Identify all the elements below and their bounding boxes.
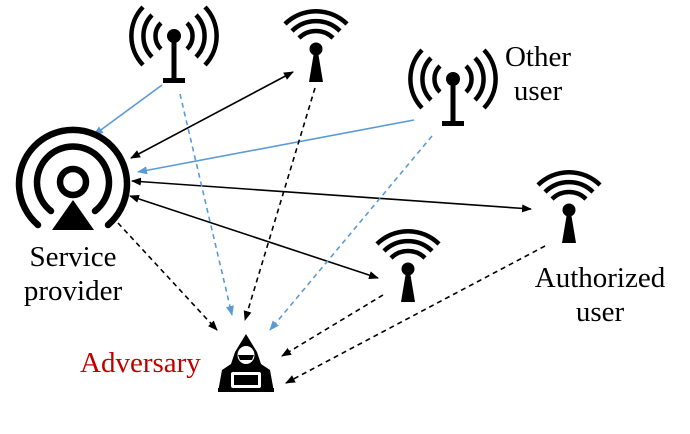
eavesdrop-service <box>117 222 218 331</box>
authorized-user-label-line2: user <box>575 296 625 328</box>
link-service-tower-top <box>130 71 294 159</box>
link-other-left-to-service <box>93 84 163 136</box>
link-service-authorized-right <box>131 177 532 213</box>
other-user-label: Other user <box>488 40 588 108</box>
wifi-tower-icon <box>538 172 600 243</box>
service-provider-label: Service provider <box>8 240 138 308</box>
other-user-label-line1: Other <box>504 41 572 73</box>
eavesdrop-authorized-right <box>285 245 546 384</box>
eavesdrop-authorized-middle <box>281 294 384 357</box>
antenna-icon <box>131 7 216 83</box>
link-service-authorized-middle <box>129 195 379 279</box>
eavesdrop-other-user <box>269 135 433 331</box>
authorized-user-label-line1: Authorized <box>534 262 666 294</box>
antenna-icon <box>410 50 495 126</box>
broadcast-tower-icon <box>15 126 131 230</box>
wifi-tower-icon <box>285 11 347 82</box>
service-provider-label-line2: provider <box>23 275 123 307</box>
eavesdrop-other-left <box>179 93 234 316</box>
link-other-user-to-service <box>137 119 415 175</box>
adversary-label: Adversary <box>80 347 201 379</box>
wifi-tower-icon <box>377 231 439 302</box>
other-user-label-line2: user <box>513 75 563 107</box>
eavesdrop-tower-top <box>243 87 316 321</box>
authorized-user-label: Authorized user <box>520 261 680 329</box>
hacker-icon <box>218 334 274 392</box>
service-provider-label-line1: Service <box>29 241 117 273</box>
